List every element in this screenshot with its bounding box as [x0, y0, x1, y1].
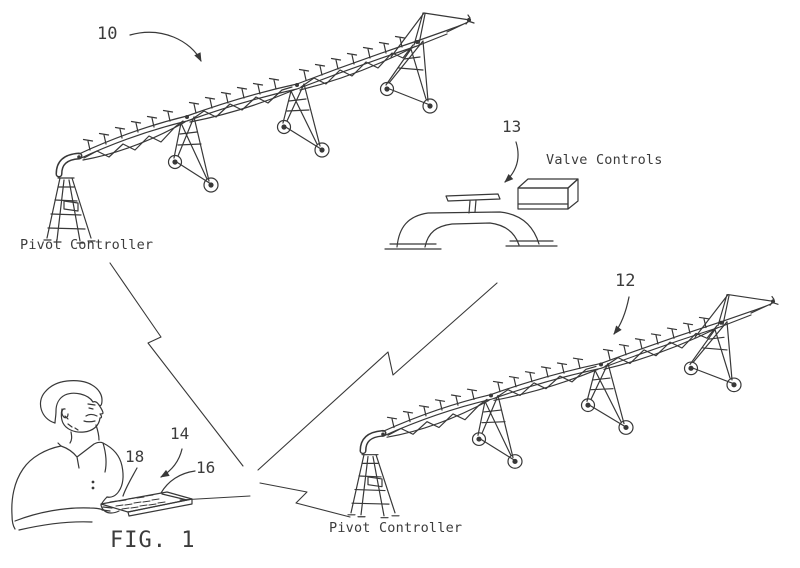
- leader-lines: [122, 31, 630, 497]
- ref-numeral-12: 12: [615, 271, 636, 291]
- nose-profile: [98, 404, 104, 419]
- beard: [60, 408, 101, 433]
- radio-link-to-system-12: [259, 482, 351, 518]
- valve-assembly: [384, 193, 558, 250]
- antenna: [179, 495, 251, 501]
- valve-controls-box: [517, 178, 579, 210]
- shirt-button: [91, 480, 95, 484]
- keypad: [109, 494, 166, 510]
- ref-numeral-18: 18: [125, 447, 145, 466]
- operator-figure: [11, 380, 124, 531]
- radio-link-to-system-10: [109, 262, 244, 467]
- ear: [61, 408, 69, 419]
- neck: [69, 424, 100, 444]
- irrigation-system-12: [348, 295, 778, 518]
- ref-numeral-13: 13: [502, 117, 522, 136]
- valve-stem: [468, 199, 477, 214]
- arrow-ref-13: [504, 141, 519, 183]
- radio-links: [109, 262, 498, 518]
- device-divider: [161, 493, 188, 501]
- left-forearm: [14, 507, 105, 531]
- hairline: [54, 392, 94, 424]
- leader-ref-16: [160, 470, 196, 494]
- mouth: [83, 413, 98, 423]
- valve-body-inner: [424, 222, 520, 248]
- ref-numeral-16: 16: [196, 458, 216, 477]
- torso-left: [11, 445, 62, 530]
- ref-numeral-14: 14: [170, 424, 190, 443]
- shirt-button: [91, 486, 95, 490]
- arrow-ref-10: [129, 31, 202, 62]
- beard-texture: [64, 415, 79, 431]
- ref-numeral-10: 10: [97, 24, 118, 44]
- handheld-computer: [100, 491, 251, 517]
- valve-controls-label: Valve Controls: [546, 152, 663, 168]
- irrigation-system-10: [44, 13, 474, 243]
- pivot-controller-label-left: Pivot Controller: [20, 237, 154, 253]
- collar: [57, 441, 104, 469]
- valve-handle: [445, 193, 501, 202]
- device-front: [127, 498, 193, 517]
- valve-flanges: [384, 240, 558, 250]
- hand: [100, 496, 120, 514]
- eye: [87, 403, 96, 410]
- pivot-controller-label-right: Pivot Controller: [329, 520, 463, 536]
- valve-body-outer: [396, 211, 540, 248]
- radio-link-to-valve: [257, 282, 498, 471]
- leader-ref-18: [122, 467, 138, 497]
- figure-caption: FIG. 1: [110, 528, 196, 553]
- arrow-ref-12: [613, 296, 630, 335]
- right-sleeve: [102, 442, 124, 498]
- arrow-ref-14: [160, 448, 183, 478]
